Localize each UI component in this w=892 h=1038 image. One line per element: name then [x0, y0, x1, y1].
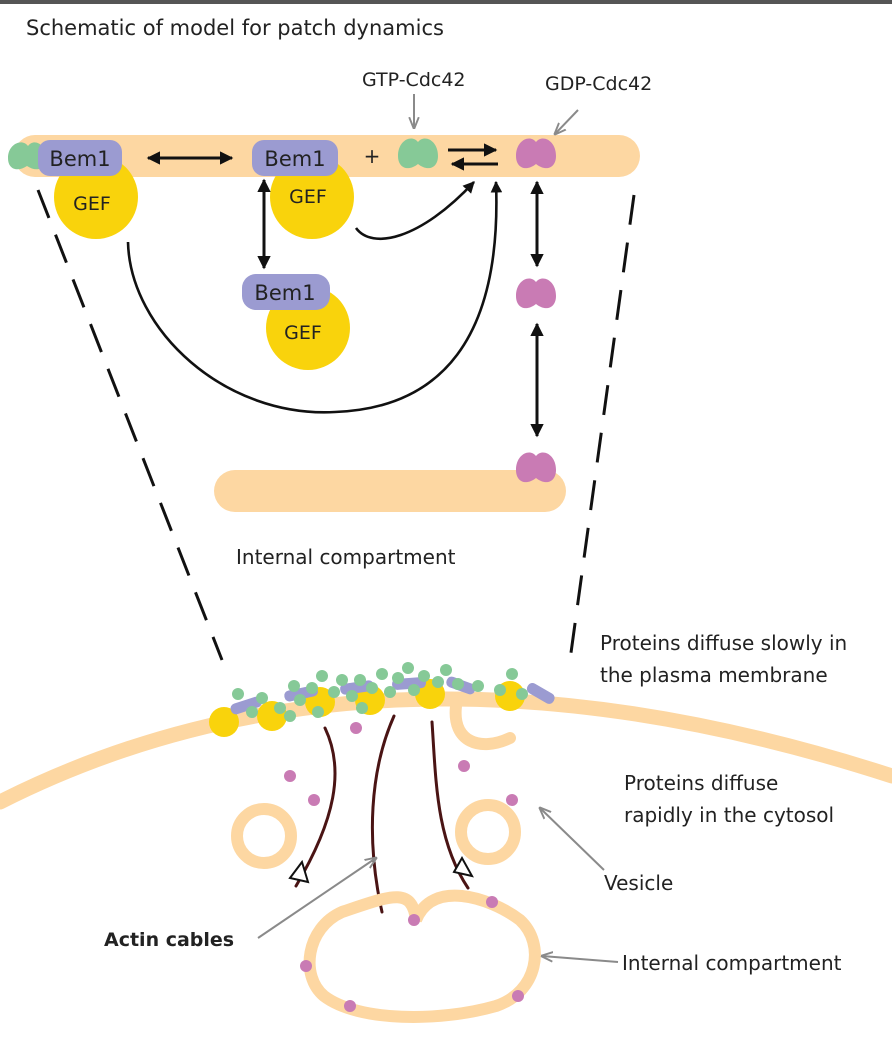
internal-compartment-top-label: Internal compartment [236, 545, 456, 569]
internal-compartment-cell [303, 889, 541, 1023]
top-border [0, 0, 892, 4]
bem1-1 [38, 140, 122, 176]
cytosolic-gdp-cdc42 [284, 722, 524, 1012]
internal-compartment-bottom-label: Internal compartment [622, 951, 842, 975]
vesicle-left [231, 803, 297, 869]
bem1-1-label: Bem1 [49, 147, 110, 171]
bem1-3-label: Bem1 [254, 281, 315, 305]
vesicle-right [455, 799, 521, 865]
activation-arrow-long [126, 180, 503, 414]
gdp-cdc42-internal [516, 452, 556, 483]
endocytic-pit [449, 700, 516, 751]
bem1-3 [242, 274, 330, 310]
patch-gtp-cdc42-cluster [232, 662, 528, 722]
diffuse-slow-label-line2: the plasma membrane [600, 663, 828, 687]
internal-compartment-bar [214, 470, 566, 512]
activation-arrow-short [354, 181, 475, 241]
gtp-cdc42-top [398, 138, 438, 169]
gdp-cdc42-pointer-arrow [555, 109, 579, 134]
internal-compartment-pointer-arrow [542, 956, 619, 963]
gef-2-label: GEF [289, 186, 327, 208]
bem1-2 [252, 140, 338, 176]
zoom-line-right [568, 194, 636, 661]
diffuse-rapid-label-line1: Proteins diffuse [624, 771, 778, 795]
myosin-motor-right [452, 855, 474, 878]
actin-cables-pointer-arrow [257, 858, 376, 939]
actin-cables [294, 714, 470, 914]
gdp-cdc42-label: GDP-Cdc42 [545, 73, 652, 95]
gdp-cdc42-membrane [516, 138, 556, 169]
plus-sign: + [364, 144, 381, 168]
myosin-motor-left [288, 859, 310, 884]
gtp-cdc42-bound-1 [8, 142, 46, 170]
zoom-line-left [36, 189, 224, 661]
diffuse-rapid-label-line2: rapidly in the cytosol [624, 803, 834, 827]
gtp-cdc42-label: GTP-Cdc42 [362, 69, 466, 91]
gef-3-label: GEF [284, 322, 322, 344]
bem1-2-label: Bem1 [264, 147, 325, 171]
diagram-title: Schematic of model for patch dynamics [26, 16, 444, 40]
gdp-cdc42-cytosol [516, 278, 556, 309]
diffuse-slow-label-line1: Proteins diffuse slowly in [600, 631, 847, 655]
gef-1-label: GEF [73, 193, 111, 215]
vesicle-pointer-arrow [540, 808, 605, 871]
actin-cables-label: Actin cables [104, 929, 234, 951]
cell-plasma-membrane [0, 691, 892, 810]
vesicle-label: Vesicle [604, 871, 673, 895]
